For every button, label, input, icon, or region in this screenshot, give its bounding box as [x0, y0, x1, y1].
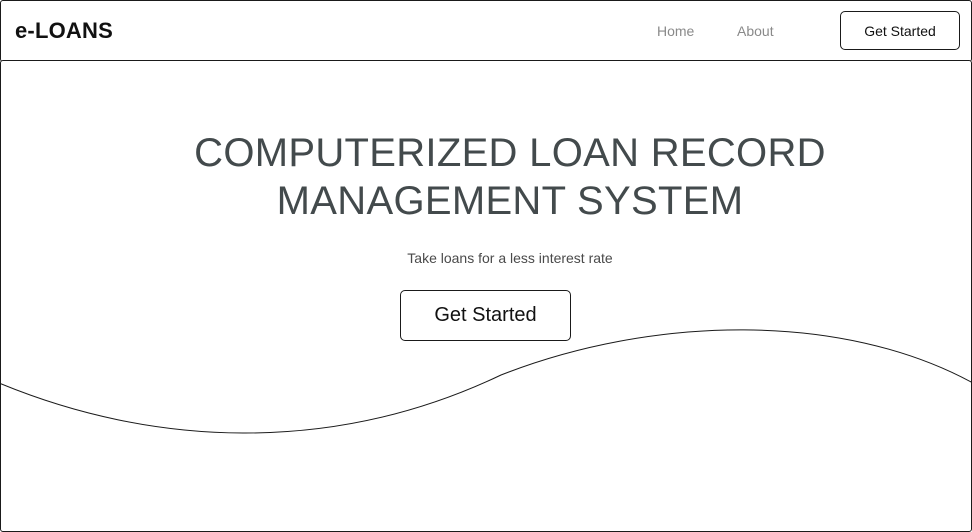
- hero-title-line-1: COMPUTERIZED LOAN RECORD: [194, 131, 826, 175]
- nav-link-home[interactable]: Home: [657, 23, 695, 39]
- hero-get-started-button[interactable]: Get Started: [400, 290, 571, 341]
- brand-logo[interactable]: e-LOANS: [15, 18, 113, 43]
- hero-section: COMPUTERIZED LOAN RECORD MANAGEMENT SYST…: [0, 60, 972, 532]
- navbar: e-LOANS Home About Get Started: [0, 0, 972, 62]
- hero-title-line-2: MANAGEMENT SYSTEM: [276, 179, 744, 223]
- hero-subtitle: Take loans for a less interest rate: [407, 250, 613, 266]
- nav-link-about[interactable]: About: [737, 23, 774, 39]
- hero-title: COMPUTERIZED LOAN RECORD MANAGEMENT SYST…: [1, 129, 971, 225]
- nav-get-started-button[interactable]: Get Started: [840, 11, 960, 50]
